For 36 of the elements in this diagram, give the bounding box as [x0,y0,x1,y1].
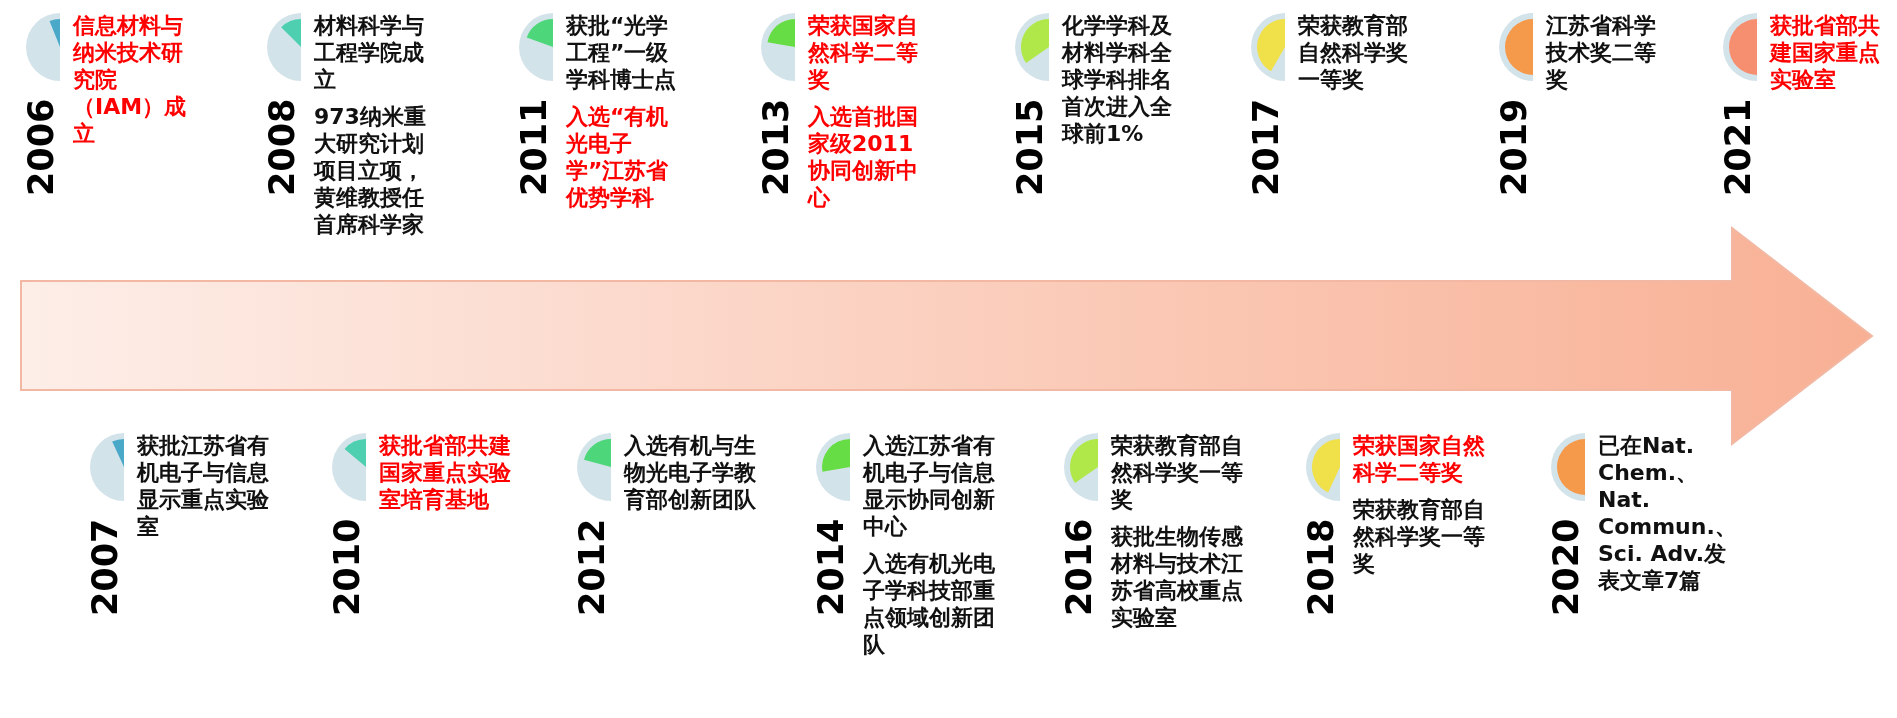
year-label: 2013 [756,97,796,196]
year-label: 2021 [1718,97,1758,196]
event-text: 入选“有机光电子学”江苏省优势学科 [566,103,670,211]
event-text: 入选首批国家级2011协同创新中心 [808,103,919,211]
year-label: 2008 [262,97,302,196]
event-text: 入选有机光电子学科技部重点领域创新团队 [863,550,996,658]
year-label: 2014 [811,517,851,616]
year-label: 2018 [1301,517,1341,616]
year-label: 2012 [572,517,612,616]
event-text: 获批生物传感材料与技术江苏省高校重点实验室 [1111,523,1244,631]
event-text: 江苏省科学技术奖二等奖 [1546,12,1657,93]
year-label: 2010 [327,517,367,616]
event-text: 信息材料与纳米技术研究院（IAM）成立 [73,12,188,147]
event-text: 荣获教育部自然科学奖一等奖 [1111,432,1244,513]
year-label: 2019 [1494,97,1534,196]
event-text: 973纳米重大研究计划项目立项，黄维教授任首席科学家 [314,103,427,238]
event-text: 入选江苏省有机电子与信息显示协同创新中心 [863,432,996,540]
event-text: 荣获教育部自然科学奖一等奖 [1353,496,1486,577]
event-text: 材料科学与工程学院成立 [314,12,425,93]
year-label: 2015 [1010,97,1050,196]
event-text: 获批省部共建国家重点实验室 [1770,12,1881,93]
year-label: 2011 [514,97,554,196]
event-text: 化学学科及材料学科全球学科排名首次进入全球前1% [1062,12,1173,147]
year-label: 2020 [1546,517,1586,616]
year-label: 2007 [85,517,125,616]
event-text: 荣获国家自然科学二等奖 [808,12,919,93]
event-text: 荣获国家自然科学二等奖 [1353,432,1486,486]
event-text: 获批省部共建国家重点实验室培育基地 [379,432,512,513]
year-label: 2017 [1246,97,1286,196]
event-text: 荣获教育部自然科学奖一等奖 [1298,12,1409,93]
year-label: 2016 [1059,517,1099,616]
event-text: 获批江苏省有机电子与信息显示重点实验室 [137,432,270,540]
event-text: 已在Nat. Chem.、Nat. Commun.、Sci. Adv.发表文章7篇 [1598,432,1738,594]
year-label: 2006 [21,97,61,196]
event-text: 入选有机与生物光电子学教育部创新团队 [624,432,757,513]
event-text: 获批“光学工程”一级学科博士点 [566,12,677,93]
